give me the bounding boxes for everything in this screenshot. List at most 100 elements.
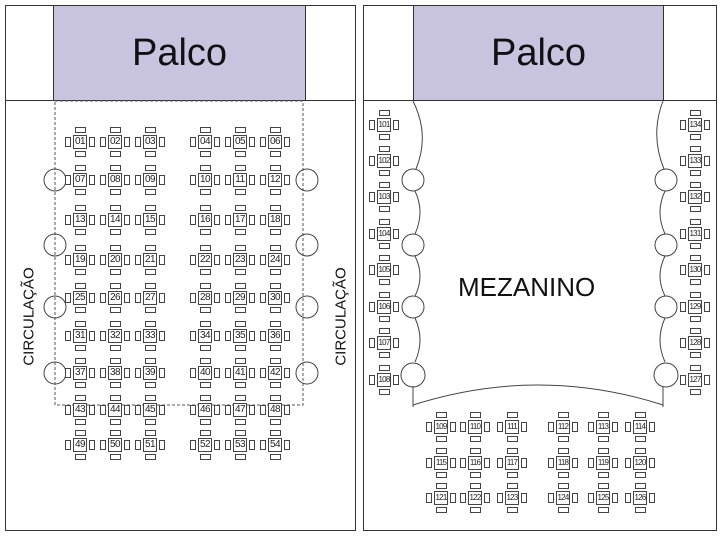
table-121[interactable]: 121 [434,491,448,505]
table-12[interactable]: 12 [268,173,282,187]
table-05[interactable]: 05 [233,135,247,149]
table-27[interactable]: 27 [143,291,157,305]
table-13[interactable]: 13 [73,213,87,227]
table-25[interactable]: 25 [73,291,87,305]
table-09[interactable]: 09 [143,173,157,187]
chair [159,331,165,341]
table-24[interactable]: 24 [268,253,282,267]
table-103[interactable]: 103 [377,190,391,204]
table-03[interactable]: 03 [143,135,157,149]
table-20[interactable]: 20 [108,253,122,267]
table-116[interactable]: 116 [468,456,482,470]
table-15[interactable]: 15 [143,213,157,227]
table-11[interactable]: 11 [233,173,247,187]
table-114[interactable]: 114 [633,420,647,434]
table-02[interactable]: 02 [108,135,122,149]
table-109[interactable]: 109 [434,420,448,434]
chair [625,422,631,432]
table-50[interactable]: 50 [108,438,122,452]
table-35[interactable]: 35 [233,329,247,343]
table-23[interactable]: 23 [233,253,247,267]
table-47[interactable]: 47 [233,403,247,417]
table-133[interactable]: 133 [688,154,702,168]
table-48[interactable]: 48 [268,403,282,417]
table-39[interactable]: 39 [143,366,157,380]
table-21[interactable]: 21 [143,253,157,267]
table-14[interactable]: 14 [108,213,122,227]
table-37[interactable]: 37 [73,366,87,380]
table-10[interactable]: 10 [198,173,212,187]
table-123[interactable]: 123 [505,491,519,505]
table-51[interactable]: 51 [143,438,157,452]
table-130[interactable]: 130 [688,263,702,277]
table-53[interactable]: 53 [233,438,247,452]
chair [435,483,447,489]
table-32[interactable]: 32 [108,329,122,343]
chair [393,375,399,385]
table-101[interactable]: 101 [377,118,391,132]
table-06[interactable]: 06 [268,135,282,149]
table-43[interactable]: 43 [73,403,87,417]
table-117[interactable]: 117 [505,456,519,470]
table-41[interactable]: 41 [233,366,247,380]
table-26[interactable]: 26 [108,291,122,305]
table-42[interactable]: 42 [268,366,282,380]
table-125[interactable]: 125 [596,491,610,505]
table-04[interactable]: 04 [198,135,212,149]
table-106[interactable]: 106 [377,300,391,314]
table-115[interactable]: 115 [434,456,448,470]
table-29[interactable]: 29 [233,291,247,305]
chair [159,405,165,415]
table-19[interactable]: 19 [73,253,87,267]
table-113[interactable]: 113 [596,420,610,434]
table-111[interactable]: 111 [505,420,519,434]
table-105[interactable]: 105 [377,263,391,277]
table-40[interactable]: 40 [198,366,212,380]
table-45[interactable]: 45 [143,403,157,417]
table-118[interactable]: 118 [556,456,570,470]
chair [597,507,609,513]
table-07[interactable]: 07 [73,173,87,187]
table-54[interactable]: 54 [268,438,282,452]
table-44[interactable]: 44 [108,403,122,417]
table-102[interactable]: 102 [377,154,391,168]
table-119[interactable]: 119 [596,456,610,470]
table-107[interactable]: 107 [377,336,391,350]
table-46[interactable]: 46 [198,403,212,417]
table-128[interactable]: 128 [688,336,702,350]
table-110[interactable]: 110 [468,420,482,434]
table-08[interactable]: 08 [108,173,122,187]
table-127[interactable]: 127 [688,373,702,387]
table-31[interactable]: 31 [73,329,87,343]
table-01[interactable]: 01 [73,135,87,149]
table-17[interactable]: 17 [233,213,247,227]
table-16[interactable]: 16 [198,213,212,227]
table-122[interactable]: 122 [468,491,482,505]
table-22[interactable]: 22 [198,253,212,267]
chair [689,243,701,249]
table-33[interactable]: 33 [143,329,157,343]
table-18[interactable]: 18 [268,213,282,227]
table-129[interactable]: 129 [688,300,702,314]
table-120[interactable]: 120 [633,456,647,470]
table-134[interactable]: 134 [688,118,702,132]
table-28[interactable]: 28 [198,291,212,305]
table-126[interactable]: 126 [633,491,647,505]
chair [269,321,281,327]
table-30[interactable]: 30 [268,291,282,305]
table-108[interactable]: 108 [377,373,391,387]
table-112[interactable]: 112 [556,420,570,434]
table-52[interactable]: 52 [198,438,212,452]
chair [124,215,130,225]
table-38[interactable]: 38 [108,366,122,380]
table-36[interactable]: 36 [268,329,282,343]
table-104[interactable]: 104 [377,227,391,241]
chair [159,255,165,265]
table-49[interactable]: 49 [73,438,87,452]
table-132[interactable]: 132 [688,190,702,204]
chair [378,255,390,261]
chair [74,151,86,157]
table-124[interactable]: 124 [556,491,570,505]
table-131[interactable]: 131 [688,227,702,241]
table-34[interactable]: 34 [198,329,212,343]
